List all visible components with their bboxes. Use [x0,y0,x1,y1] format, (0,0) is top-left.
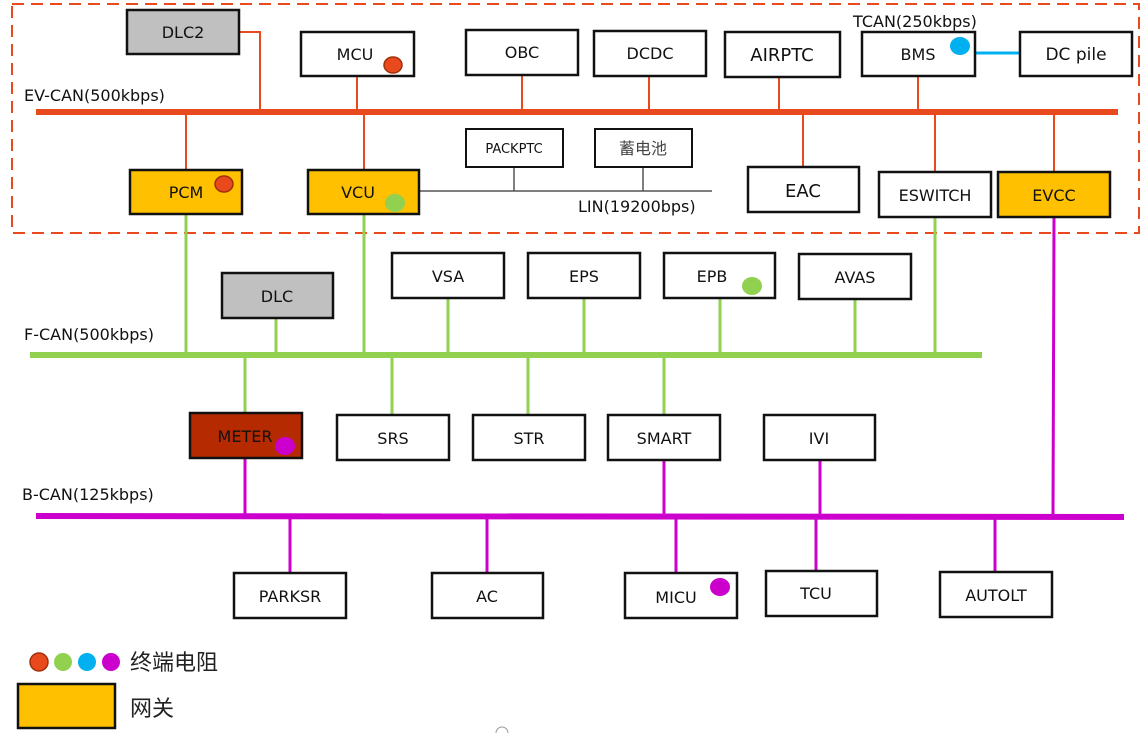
node-vsa[interactable]: VSA [390,251,506,300]
node-vsa-label: VSA [432,267,464,286]
legend-terminator-icon-magenta [102,653,120,671]
legend-gateway-label: 网关 [130,697,174,722]
ev-can-label: EV-CAN(500kbps) [24,86,165,105]
node-dcdc-label: DCDC [627,44,674,63]
node-epb-label: EPB [697,267,728,286]
lin-label: LIN(19200bps) [578,197,696,216]
lin-bus-group: LIN(19200bps) [419,167,712,216]
node-micu[interactable]: MICU [623,571,739,620]
node-evcc-gateway[interactable]: EVCC [996,170,1112,219]
node-airptc-label: AIRPTC [750,45,814,66]
legend-terminator-icon-blue [78,653,96,671]
node-mcu-label: MCU [337,45,374,64]
node-pcm-gateway[interactable]: PCM [128,168,244,216]
node-eac[interactable]: EAC [746,165,861,214]
node-mcu[interactable]: MCU [299,30,416,78]
node-avas[interactable]: AVAS [797,252,913,301]
node-str[interactable]: STR [471,413,587,462]
terminator-resistor-icon [214,175,234,193]
node-eswitch-label: ESWITCH [899,186,972,205]
node-avas-label: AVAS [835,268,876,287]
node-autolt-label: AUTOLT [965,586,1027,605]
terminator-resistor-icon [275,437,295,455]
node-autolt[interactable]: AUTOLT [938,570,1054,619]
node-airptc[interactable]: AIRPTC [723,30,842,79]
legend-terminator-icon-red [29,652,49,672]
node-parksr-label: PARKSR [259,587,321,606]
b-can-bus-group: B-CAN(125kbps) [22,217,1125,573]
node-dlc[interactable]: DLC [220,271,335,320]
node-battery[interactable]: 蓄电池 [594,128,693,168]
node-tcu-label: TCU [799,584,832,603]
node-obc[interactable]: OBC [464,28,580,77]
node-ac-label: AC [476,587,498,606]
node-eps[interactable]: EPS [526,251,642,300]
dlc2-link [239,31,261,112]
ev-can-bus-group: EV-CAN(500kbps) [24,31,1118,172]
node-parksr[interactable]: PARKSR [232,571,348,620]
b-can-label: B-CAN(125kbps) [22,485,154,504]
node-smart[interactable]: SMART [606,413,722,462]
f-can-label: F-CAN(500kbps) [24,325,154,344]
terminator-resistor-icon [950,37,970,55]
node-pcm-label: PCM [169,183,204,202]
node-eswitch[interactable]: ESWITCH [877,170,993,219]
node-packptc[interactable]: PACKPTC [465,128,564,168]
legend-gateway-swatch [16,682,117,730]
node-dlc2[interactable]: DLC2 [125,8,241,56]
node-packptc-label: PACKPTC [485,142,542,157]
node-meter-label: METER [218,427,273,446]
node-eac-label: EAC [785,181,821,202]
terminator-resistor-icon [710,578,730,596]
node-battery-label: 蓄电池 [619,139,667,158]
node-bms-label: BMS [901,45,936,64]
node-str-label: STR [513,429,544,448]
ev-domain-boundary [11,3,1140,234]
node-dcdc[interactable]: DCDC [592,29,708,78]
node-obc-label: OBC [505,43,539,62]
node-evcc-label: EVCC [1032,186,1075,205]
legend: 终端电阻 网关 [16,651,218,730]
node-tcu[interactable]: TCU [764,569,879,618]
node-vcu-gateway[interactable]: VCU [306,168,421,216]
node-srs-label: SRS [377,429,408,448]
legend-terminator-label: 终端电阻 [130,651,218,676]
node-eps-label: EPS [569,267,599,286]
node-ivi[interactable]: IVI [762,413,877,462]
terminator-resistor-icon [742,277,762,295]
node-dc-pile-label: DC pile [1045,45,1106,65]
node-dlc-label: DLC [261,287,293,306]
stray-mark [495,726,509,733]
b-can-bus [35,513,1125,520]
node-meter[interactable]: METER [188,411,304,460]
node-dlc2-label: DLC2 [162,23,205,42]
terminator-resistor-icon [383,56,403,74]
tcan-label: TCAN(250kbps) [852,12,977,31]
node-bms[interactable]: BMS [860,30,977,78]
node-dc-pile[interactable]: DC pile [1018,30,1134,78]
f-can-bus-group: F-CAN(500kbps) [24,214,982,415]
node-smart-label: SMART [637,429,692,448]
node-micu-label: MICU [655,588,696,607]
node-epb[interactable]: EPB [662,251,777,300]
terminator-resistor-icon [385,194,405,212]
node-ivi-label: IVI [809,429,829,448]
evcc-bcan-link [1051,217,1056,517]
node-vcu-label: VCU [341,183,375,202]
legend-terminator-icon-green [54,653,72,671]
node-srs[interactable]: SRS [335,413,451,462]
node-ac[interactable]: AC [430,571,545,620]
